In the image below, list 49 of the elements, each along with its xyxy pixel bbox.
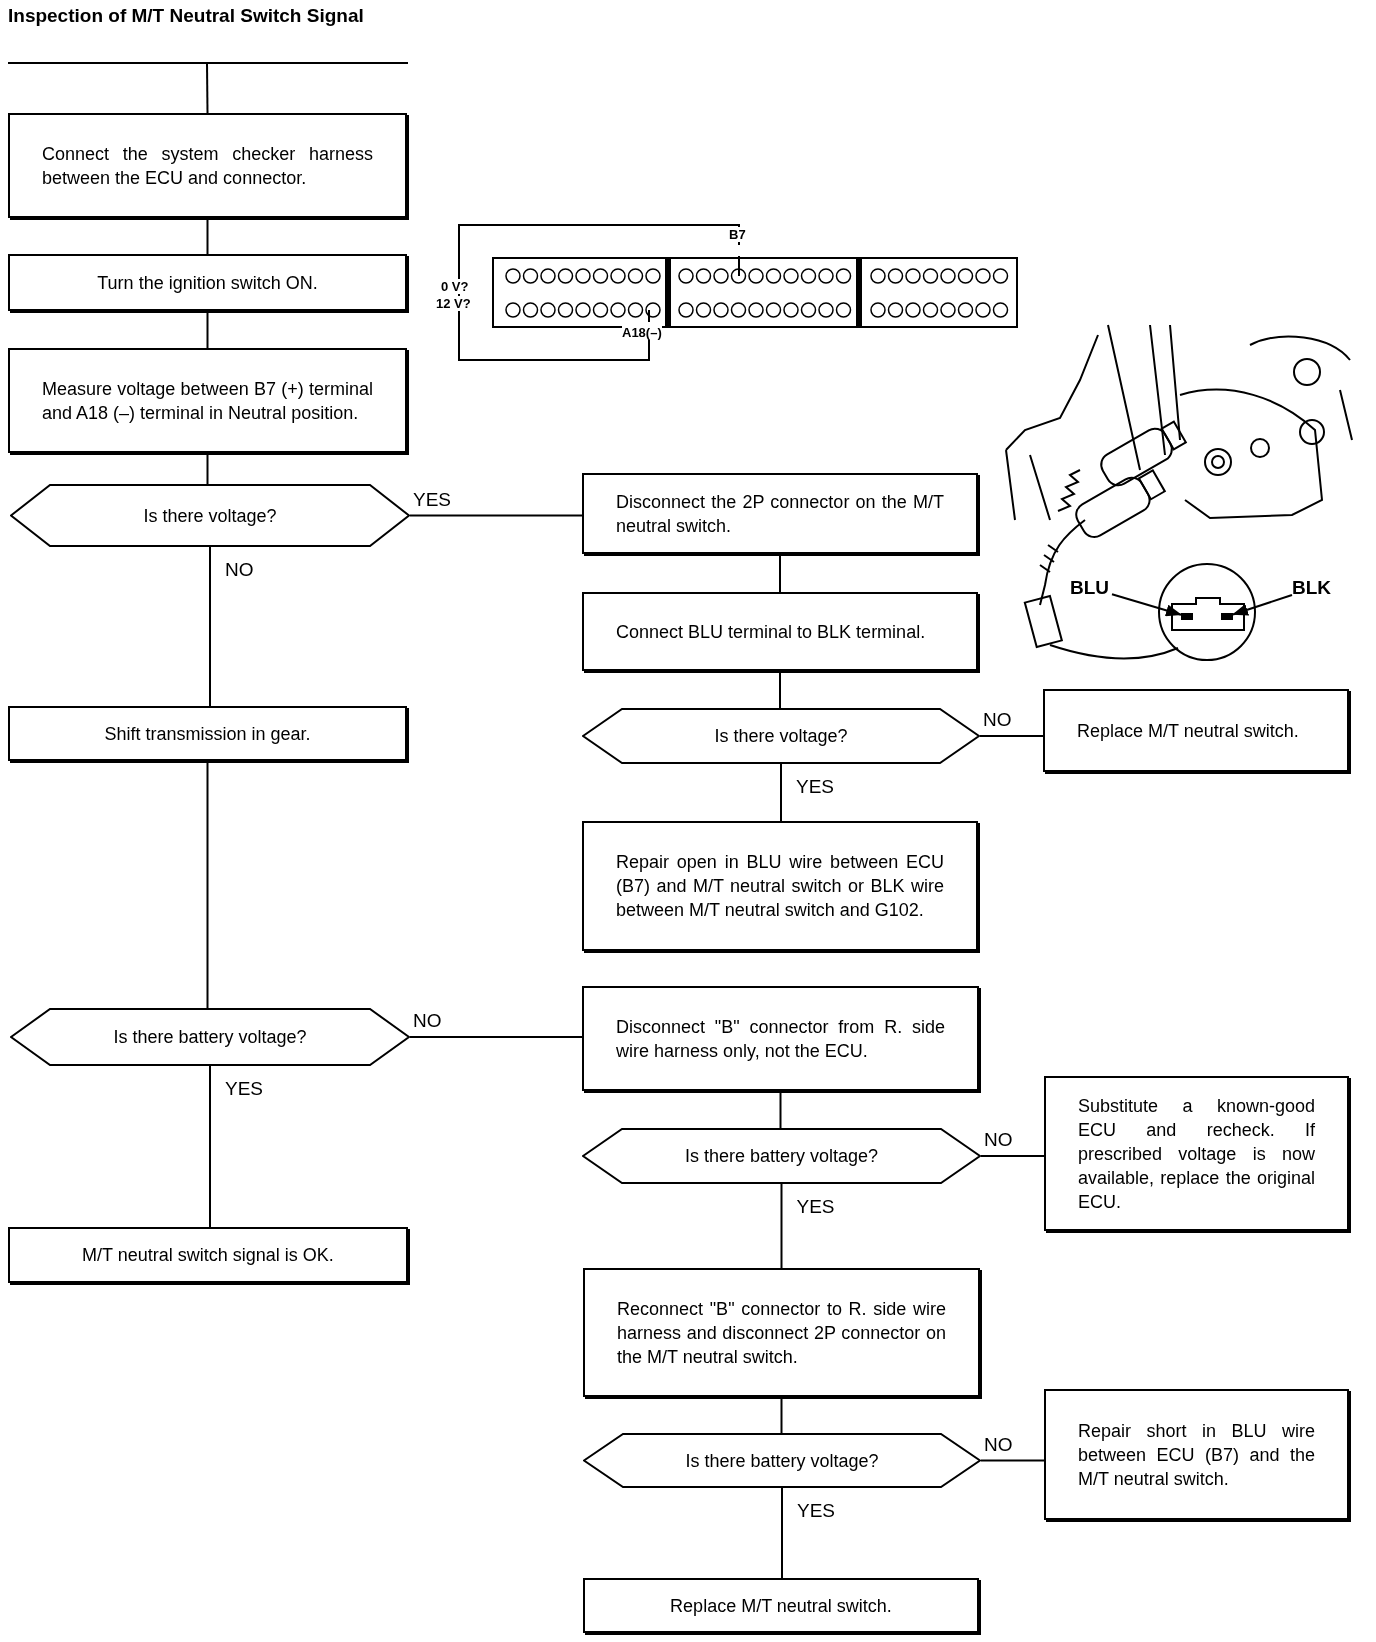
decision-hexagon: Is there voltage? — [582, 708, 980, 764]
leader-line — [1111, 593, 1182, 617]
process-box: Measure voltage between B7 (+) terminal and A18 (–) terminal in Neutral position. — [8, 348, 407, 453]
connector-line — [780, 1396, 783, 1434]
connector-terminal — [1181, 613, 1193, 620]
title: Inspection of M/T Neutral Switch Signal — [8, 4, 365, 28]
process-box: Disconnect the 2P connector on the M/T neutral switch. — [582, 473, 978, 554]
wire-color-label: BLK — [1292, 576, 1334, 600]
leader-line — [1232, 593, 1293, 616]
decision-hexagon: Is there voltage? — [10, 484, 410, 547]
connector-line — [206, 452, 209, 485]
connector-line — [206, 217, 209, 255]
pin-label: 0 V? — [441, 279, 469, 294]
process-box: Disconnect "B" connector from R. side wire harness only, not the ECU. — [582, 986, 979, 1091]
process-box: Turn the ignition switch ON. — [8, 254, 407, 311]
connector-line — [409, 1036, 583, 1038]
connector-line — [979, 735, 1044, 737]
connector-line — [779, 1090, 782, 1129]
process-box: Replace M/T neutral switch. — [1043, 689, 1349, 772]
pin-label: A18(–) — [622, 325, 662, 340]
connector-line — [206, 62, 209, 114]
connector-line — [980, 1155, 1045, 1157]
process-box: Reconnect "B" connector to R. side wire harness and disconnect 2P connector on the M/T neutral switch. — [583, 1268, 980, 1397]
process-box: M/T neutral switch signal is OK. — [8, 1227, 408, 1283]
connector-line — [209, 1065, 211, 1228]
process-box: Connect BLU terminal to BLK terminal. — [582, 592, 978, 671]
pin-label: B7 — [729, 227, 746, 242]
process-box: Substitute a known-good ECU and recheck. If prescribed voltage is now available, replace the original ECU. — [1044, 1076, 1349, 1231]
connector-line — [780, 1183, 783, 1269]
connector-line — [209, 546, 211, 707]
process-box: Connect the system checker harness between the ECU and connector. — [8, 113, 407, 218]
connector-line — [781, 1487, 783, 1579]
process-box: Shift transmission in gear. — [8, 706, 407, 761]
connector-line — [206, 760, 209, 1009]
process-box: Replace M/T neutral switch. — [583, 1578, 979, 1633]
decision-hexagon: Is there battery voltage? — [10, 1008, 410, 1066]
decision-hexagon: Is there battery voltage? — [583, 1433, 981, 1488]
pin-label: 12 V? — [436, 296, 471, 311]
wire-color-label: BLU — [1070, 576, 1112, 600]
connector-line — [779, 670, 781, 709]
connector-terminal — [1221, 613, 1233, 620]
connector-line — [779, 553, 781, 593]
connector-line — [206, 310, 209, 349]
decision-hexagon: Is there battery voltage? — [582, 1128, 981, 1184]
process-box: Repair short in BLU wire between ECU (B7) and the M/T neutral switch. — [1044, 1389, 1349, 1520]
connector-line — [980, 1459, 1045, 1462]
process-box: Repair open in BLU wire between ECU (B7) and M/T neutral switch or BLK wire between M/T neutral switch and G102. — [582, 821, 978, 951]
connector-line — [780, 763, 782, 822]
connector-line — [409, 514, 583, 517]
